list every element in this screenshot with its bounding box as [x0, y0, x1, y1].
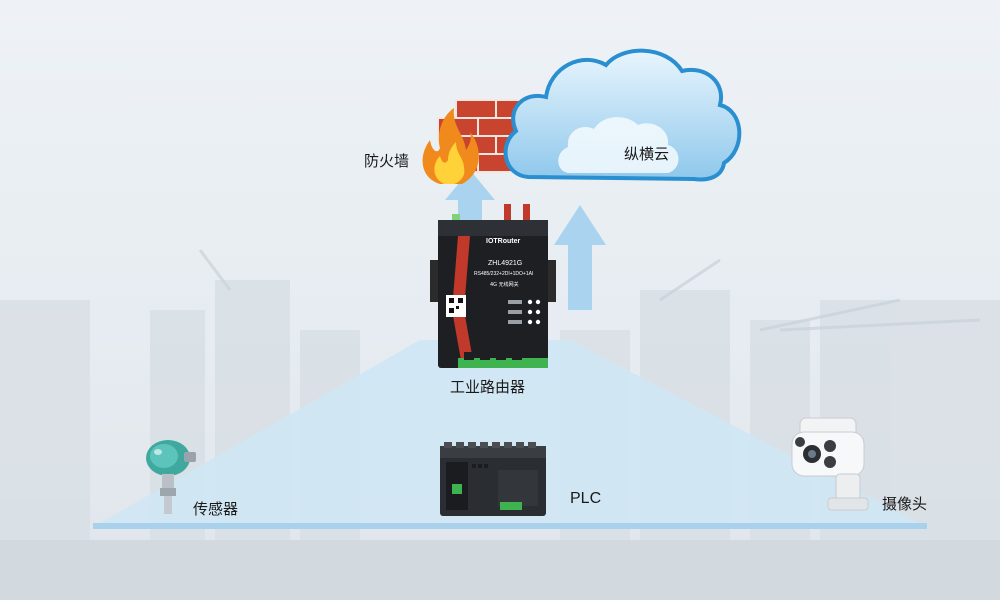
router-desc: 4G 无线网关 [490, 282, 519, 288]
uplink-arrow-left [445, 170, 495, 250]
cloud-icon [503, 48, 742, 182]
router-model: ZHL4921G [488, 260, 523, 267]
industrial-router-device: IOTRouter ZHL4921G RS485/232+2DI+1DO+1AI… [428, 200, 558, 370]
camera-icon [791, 417, 869, 511]
sensor-label: 传感器 [193, 500, 239, 518]
uplink-arrow-right [554, 205, 606, 310]
router-brand: IOTRouter [486, 238, 521, 245]
sensor-icon [146, 440, 196, 514]
plc-icon [440, 442, 546, 516]
router-label: 工业路由器 [450, 378, 526, 396]
firewall-label: 防火墙 [364, 152, 410, 170]
cloud-label: 纵横云 [624, 145, 670, 163]
camera-label: 摄像头 [882, 495, 928, 513]
router-spec: RS485/232+2DI+1DO+1AI [474, 271, 534, 277]
plc-label: PLC [570, 490, 602, 507]
